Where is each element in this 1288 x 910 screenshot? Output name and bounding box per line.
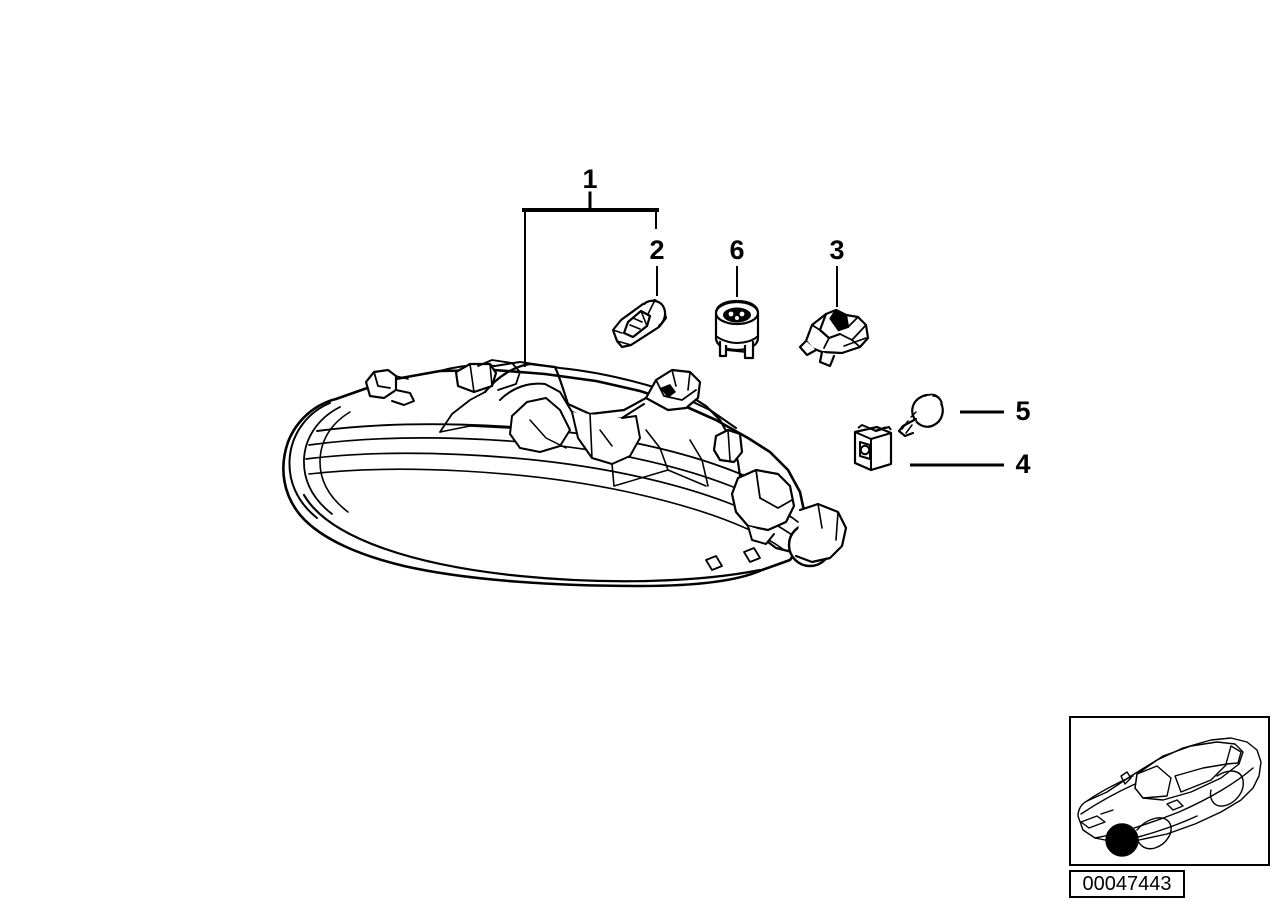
vehicle-location-thumbnail bbox=[1069, 716, 1270, 866]
callout-label-1: 1 bbox=[582, 164, 598, 194]
callout-label-3: 3 bbox=[829, 235, 845, 265]
diagram-number-box: 00047443 bbox=[1069, 870, 1185, 898]
part-6-bulb-socket bbox=[714, 299, 760, 360]
diagram-number: 00047443 bbox=[1082, 873, 1172, 895]
part-1-fog-light-assembly bbox=[282, 359, 848, 588]
part-4-clip-nut bbox=[853, 424, 893, 472]
callout-label-4: 4 bbox=[1015, 449, 1031, 479]
part-5-screw bbox=[897, 393, 944, 438]
callout-label-2: 2 bbox=[649, 235, 665, 265]
callout-1-leader bbox=[522, 191, 659, 367]
part-3-bracket bbox=[798, 308, 870, 368]
part-2-bulb bbox=[611, 298, 668, 349]
callout-label-6: 6 bbox=[729, 235, 745, 265]
vehicle-icon bbox=[1077, 737, 1262, 857]
callout-label-5: 5 bbox=[1015, 396, 1031, 426]
